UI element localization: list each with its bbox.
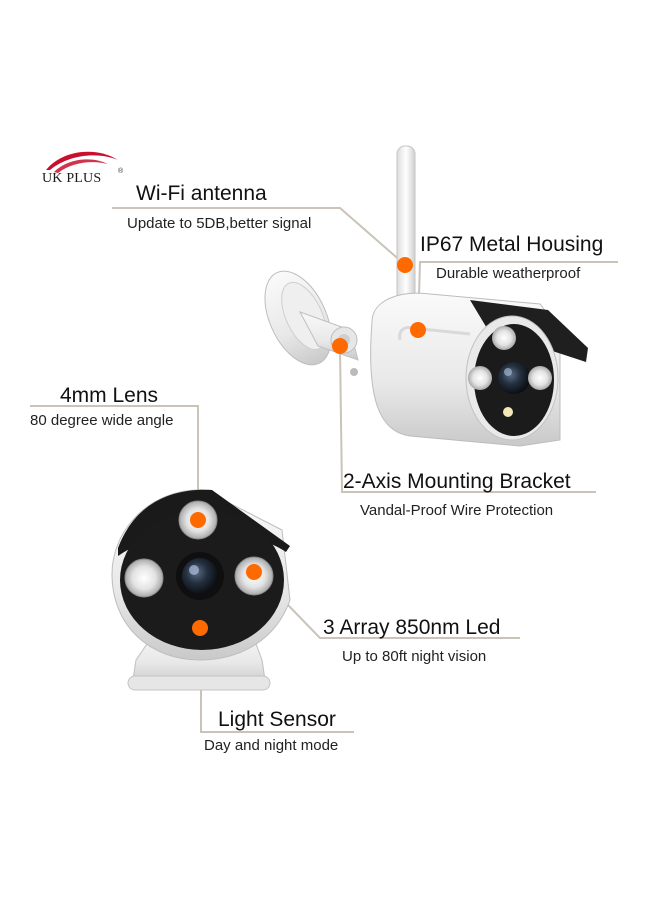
dot-led [246, 564, 262, 580]
callout-dots [190, 257, 426, 636]
brand-registered-mark: ® [118, 168, 124, 175]
dot-lens [190, 512, 206, 528]
side-lens [498, 362, 530, 394]
dot-bracket [332, 338, 348, 354]
dot-housing [410, 322, 426, 338]
dot-sensor [192, 620, 208, 636]
brand-name: UK PLUS [42, 171, 102, 186]
side-led-right [528, 366, 552, 390]
callout-lens-subtitle: 80 degree wide angle [30, 412, 174, 429]
leader-wifi [112, 207, 404, 264]
front-led-left [124, 558, 164, 598]
callout-sensor-title: Light Sensor [218, 708, 336, 731]
leader-bracket [339, 347, 596, 493]
side-led-left [468, 366, 492, 390]
callout-wifi-title: Wi-Fi antenna [136, 182, 267, 205]
bullet-camera-front [111, 489, 291, 691]
callout-led-title: 3 Array 850nm Led [323, 616, 501, 639]
callout-bracket-title: 2-Axis Mounting Bracket [343, 470, 571, 493]
side-led-top [492, 326, 516, 350]
bullet-camera-side [264, 145, 588, 447]
leader-lens [30, 405, 199, 518]
callout-sensor-subtitle: Day and night mode [204, 737, 339, 754]
callout-led-subtitle: Up to 80ft night vision [342, 648, 487, 665]
brand-logo [46, 151, 118, 173]
callout-wifi-subtitle: Update to 5DB,better signal [127, 215, 312, 232]
callout-bracket-subtitle: Vandal-Proof Wire Protection [360, 502, 554, 519]
front-lens [182, 558, 218, 594]
callout-lens-title: 4mm Lens [60, 384, 159, 407]
dot-wifi [397, 257, 413, 273]
callout-housing-subtitle: Durable weatherproof [436, 265, 581, 282]
callout-housing-title: IP67 Metal Housing [420, 233, 604, 256]
